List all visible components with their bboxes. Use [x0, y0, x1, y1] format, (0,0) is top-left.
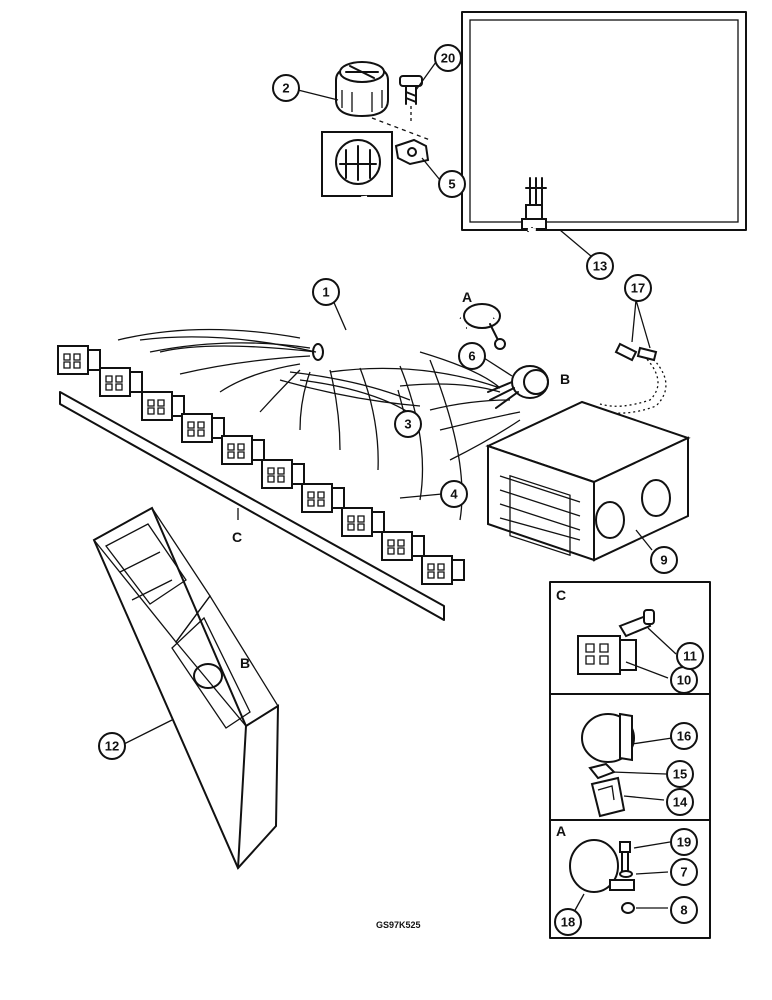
callout-19: 19	[670, 828, 698, 856]
inset-c-parts	[577, 609, 655, 675]
svg-text:2: 2	[282, 81, 289, 96]
svg-text:11: 11	[683, 649, 697, 664]
svg-text:8: 8	[680, 903, 687, 918]
wire-harness	[117, 195, 667, 521]
svg-text:12: 12	[105, 739, 119, 754]
switch-socket	[321, 117, 431, 197]
callout-1: 1	[312, 278, 340, 306]
connectors	[57, 345, 465, 585]
clamp-a	[463, 303, 506, 350]
callout-5: 5	[438, 170, 466, 198]
callout-8: 8	[670, 896, 698, 924]
svg-text:6: 6	[468, 349, 475, 364]
svg-text:1: 1	[322, 285, 329, 300]
callout-15: 15	[666, 760, 694, 788]
view-letter-b-gauge: B	[560, 371, 570, 387]
inset-letter-a: A	[556, 823, 566, 839]
view-letter-b-console: B	[240, 655, 250, 671]
callout-14: 14	[666, 788, 694, 816]
screw-20	[399, 75, 423, 124]
view-letter-a: A	[462, 289, 472, 305]
callout-6: 6	[458, 342, 486, 370]
detail-insets	[549, 581, 711, 939]
svg-text:4: 4	[450, 487, 458, 502]
heater-box	[485, 400, 691, 562]
svg-text:20: 20	[441, 51, 455, 66]
svg-text:14: 14	[673, 795, 688, 810]
callout-20: 20	[434, 44, 462, 72]
callout-16: 16	[670, 722, 698, 750]
svg-text:7: 7	[680, 865, 687, 880]
callout-7: 7	[670, 858, 698, 886]
inset-a-parts	[569, 839, 635, 914]
callout-2: 2	[272, 74, 300, 102]
inset-clamp-parts	[581, 712, 635, 818]
terminals-17	[614, 342, 658, 362]
callout-9: 9	[650, 546, 678, 574]
callout-17: 17	[624, 274, 652, 302]
display-panel	[461, 11, 747, 231]
figure-code: GS97K525	[376, 920, 421, 930]
clip-nut-5	[394, 138, 430, 166]
svg-text:9: 9	[660, 553, 667, 568]
svg-text:18: 18	[561, 915, 575, 930]
console	[92, 506, 280, 870]
gauge-6	[487, 365, 549, 409]
svg-text:3: 3	[404, 417, 411, 432]
svg-text:15: 15	[673, 767, 687, 782]
switch-knob	[335, 61, 389, 118]
svg-text:5: 5	[448, 177, 455, 192]
callout-12: 12	[98, 732, 126, 760]
callout-4: 4	[440, 480, 468, 508]
callout-10: 10	[670, 666, 698, 694]
svg-text:10: 10	[677, 673, 691, 688]
connector-board	[59, 391, 445, 621]
callout-13: 13	[586, 252, 614, 280]
svg-text:19: 19	[677, 835, 691, 850]
view-letter-c: C	[232, 529, 242, 545]
callout-11: 11	[676, 642, 704, 670]
svg-text:17: 17	[631, 281, 645, 296]
svg-text:16: 16	[677, 729, 691, 744]
svg-text:13: 13	[593, 259, 607, 274]
inset-letter-c: C	[556, 587, 566, 603]
callout-18: 18	[554, 908, 582, 936]
callout-3: 3	[394, 410, 422, 438]
